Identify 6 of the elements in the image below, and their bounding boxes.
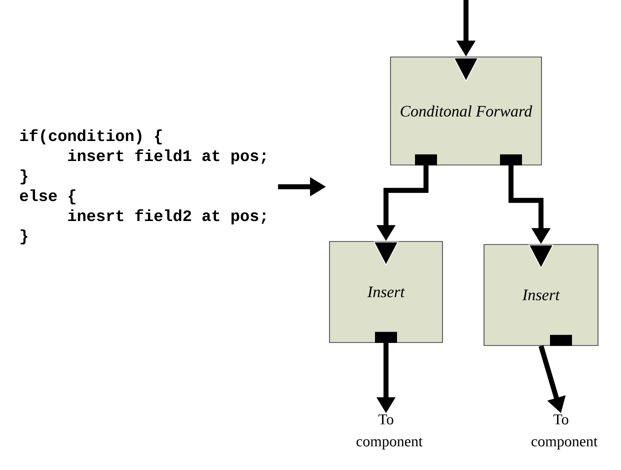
process-box: Conditonal Forward — [390, 56, 542, 166]
destination-text: To component — [356, 414, 423, 450]
process-box: Insert — [329, 241, 443, 343]
code-text: if(condition) { insert field1 at pos; } else { inesrt field2 at pos; } — [20, 129, 266, 244]
process-box: Insert — [484, 244, 598, 346]
destination-text: To component — [532, 414, 598, 450]
